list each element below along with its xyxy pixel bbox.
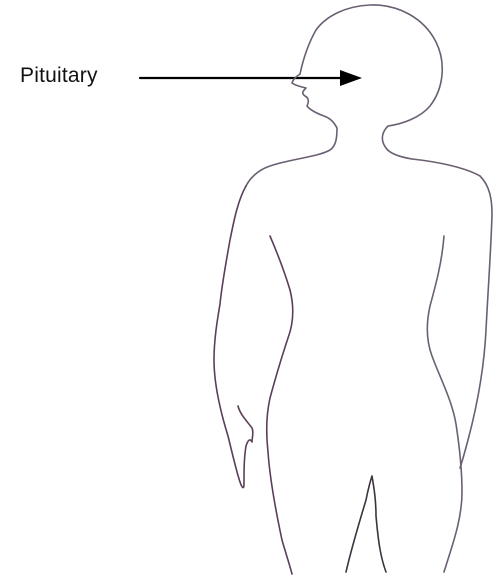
right-arm-outline — [412, 159, 492, 468]
left-torso-outline — [267, 236, 293, 574]
left-arm-outline — [214, 186, 253, 488]
head-outline — [300, 5, 442, 159]
pointer-arrow-icon — [140, 70, 362, 86]
face-profile-outline — [246, 74, 337, 186]
legs-outline — [346, 476, 386, 572]
right-torso-outline — [427, 236, 462, 572]
